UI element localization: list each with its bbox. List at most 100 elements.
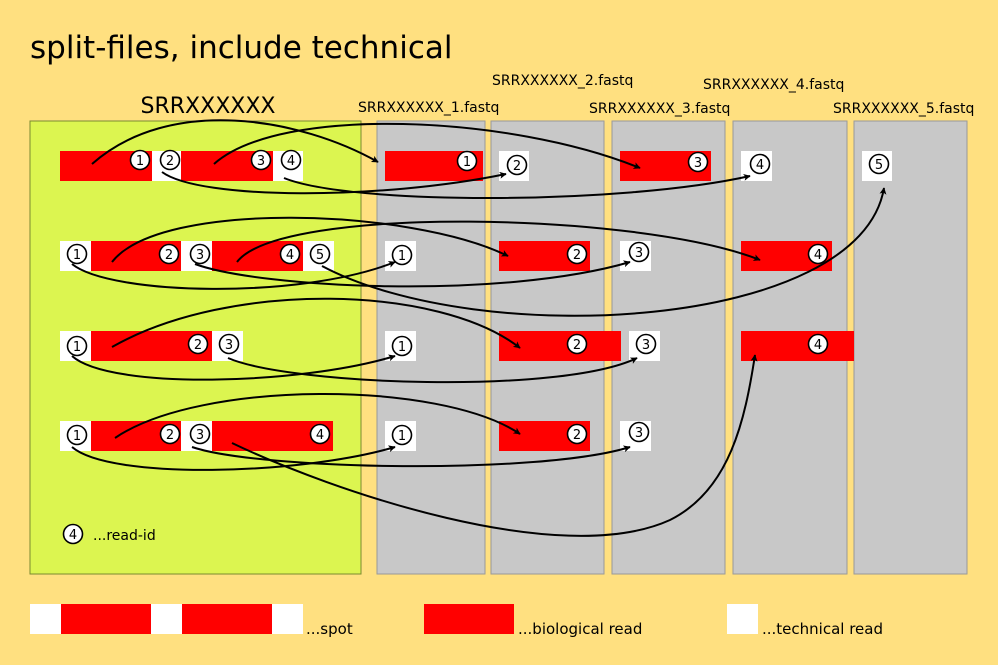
dest-spot2-id1: 1 [391, 244, 413, 266]
source-spot1-id3: 3 [250, 149, 272, 171]
svg-text:2: 2 [573, 338, 581, 353]
svg-text:2: 2 [573, 428, 581, 443]
arrow-spot2-read4 [236, 220, 761, 263]
svg-text:3: 3 [635, 246, 643, 261]
dest-spot3-id1: 1 [391, 335, 413, 357]
dest-spot4-id1: 1 [391, 424, 413, 446]
dest-spot1-id2: 2 [506, 154, 528, 176]
legend-biological-label: ...biological read [518, 620, 642, 638]
source-label: SRRXXXXXX [141, 94, 276, 119]
source-spot1-id2: 2 [159, 149, 181, 171]
file-label-1: SRRXXXXXX_1.fastq [358, 100, 499, 116]
svg-text:2: 2 [166, 428, 174, 443]
svg-text:5: 5 [316, 248, 324, 263]
source-spot1-id4: 4 [280, 149, 302, 171]
svg-text:1: 1 [73, 340, 81, 355]
svg-text:1: 1 [136, 154, 144, 169]
svg-text:3: 3 [196, 428, 204, 443]
source-spot2-id3: 3 [189, 243, 211, 265]
legend-technical-swatch [727, 604, 758, 634]
legend-biological-swatch [424, 604, 514, 634]
dest-spot2-id5: 5 [868, 153, 890, 175]
dest-spot1-id1: 1 [456, 150, 478, 172]
source-spot2-id4: 4 [279, 243, 301, 265]
arrow-spot2-read1 [71, 261, 396, 290]
arrow-spot2-read5 [321, 187, 887, 317]
arrow-spot1-read2 [161, 171, 507, 195]
arrow-spot2-read2 [111, 216, 509, 263]
svg-text:3: 3 [257, 154, 265, 169]
svg-text:3: 3 [225, 338, 233, 353]
svg-text:1: 1 [73, 248, 81, 263]
file-label-5: SRRXXXXXX_5.fastq [833, 101, 974, 117]
dest-spot3-id4: 4 [807, 333, 829, 355]
svg-text:4: 4 [316, 428, 324, 443]
svg-text:3: 3 [694, 156, 702, 171]
diagram-title: split-files, include technical [30, 30, 452, 66]
dest-spot2-id3: 3 [628, 241, 650, 263]
svg-text:1: 1 [463, 155, 471, 170]
svg-text:5: 5 [875, 158, 883, 173]
source-spot4-id4: 4 [309, 423, 331, 445]
arrow-spot4-read3 [191, 445, 631, 468]
svg-text:2: 2 [166, 154, 174, 169]
dest-spot3-id2: 2 [566, 333, 588, 355]
arrow-spot2-read3 [194, 260, 631, 288]
svg-text:3: 3 [635, 426, 643, 441]
svg-text:1: 1 [73, 429, 81, 444]
source-spot3-id3: 3 [218, 333, 240, 355]
svg-text:1: 1 [398, 249, 406, 264]
source-spot4-id2: 2 [159, 423, 181, 445]
legend-spot-label: ...spot [306, 620, 353, 638]
file-label-2: SRRXXXXXX_2.fastq [492, 73, 633, 89]
arrow-spot4-read1 [71, 445, 396, 471]
file-label-3: SRRXXXXXX_3.fastq [589, 101, 730, 117]
legend: ...spot ...biological read ...technical … [30, 604, 883, 638]
legend-spot-swatch [30, 604, 303, 634]
arrow-spot1-read4 [283, 173, 751, 199]
arrow-spot1-read3 [213, 122, 641, 169]
source-spot3-id2: 2 [187, 333, 209, 355]
arrow-spot3-read3 [227, 357, 638, 384]
read-id-note: 4 ...read-id [62, 523, 156, 545]
dest-spot4-id2: 2 [566, 423, 588, 445]
dest-spot1-id3: 3 [687, 151, 709, 173]
svg-text:2: 2 [165, 248, 173, 263]
dest-spot3-id3: 3 [635, 333, 657, 355]
dest-spot1-id4: 4 [749, 153, 771, 175]
svg-text:4: 4 [814, 338, 822, 353]
file-label-4: SRRXXXXXX_4.fastq [703, 77, 844, 93]
arrow-spot1-read1 [91, 119, 379, 165]
arrow-spot3-read1 [71, 354, 396, 381]
svg-text:1: 1 [398, 429, 406, 444]
svg-text:4: 4 [756, 158, 764, 173]
svg-text:4: 4 [69, 528, 77, 543]
source-spot2-id2: 2 [158, 243, 180, 265]
dest-spot2-id4: 4 [807, 243, 829, 265]
svg-text:4: 4 [814, 248, 822, 263]
dest-spot3-read4 [741, 331, 854, 361]
svg-text:3: 3 [642, 338, 650, 353]
dest-spot2-id2: 2 [566, 243, 588, 265]
routing-arrows [71, 119, 887, 537]
svg-text:1: 1 [398, 340, 406, 355]
legend-technical-label: ...technical read [762, 620, 883, 638]
arrow-spot3-read2 [111, 297, 521, 349]
dest-spot4-id3: 3 [628, 421, 650, 443]
arrow-spot4-read2 [114, 393, 521, 439]
file-column-5 [853, 120, 968, 575]
svg-text:4: 4 [286, 248, 294, 263]
source-spot3-id1: 1 [66, 335, 88, 357]
svg-text:2: 2 [573, 248, 581, 263]
svg-text:3: 3 [196, 248, 204, 263]
svg-text:2: 2 [194, 338, 202, 353]
read-id-note-icon: 4 [62, 523, 84, 545]
source-spot1-id1: 1 [129, 149, 151, 171]
read-id-note-label: ...read-id [93, 528, 156, 544]
arrow-spot4-read4 [231, 354, 758, 537]
source-spot2-id1: 1 [66, 243, 88, 265]
svg-text:2: 2 [513, 159, 521, 174]
svg-text:4: 4 [287, 154, 295, 169]
